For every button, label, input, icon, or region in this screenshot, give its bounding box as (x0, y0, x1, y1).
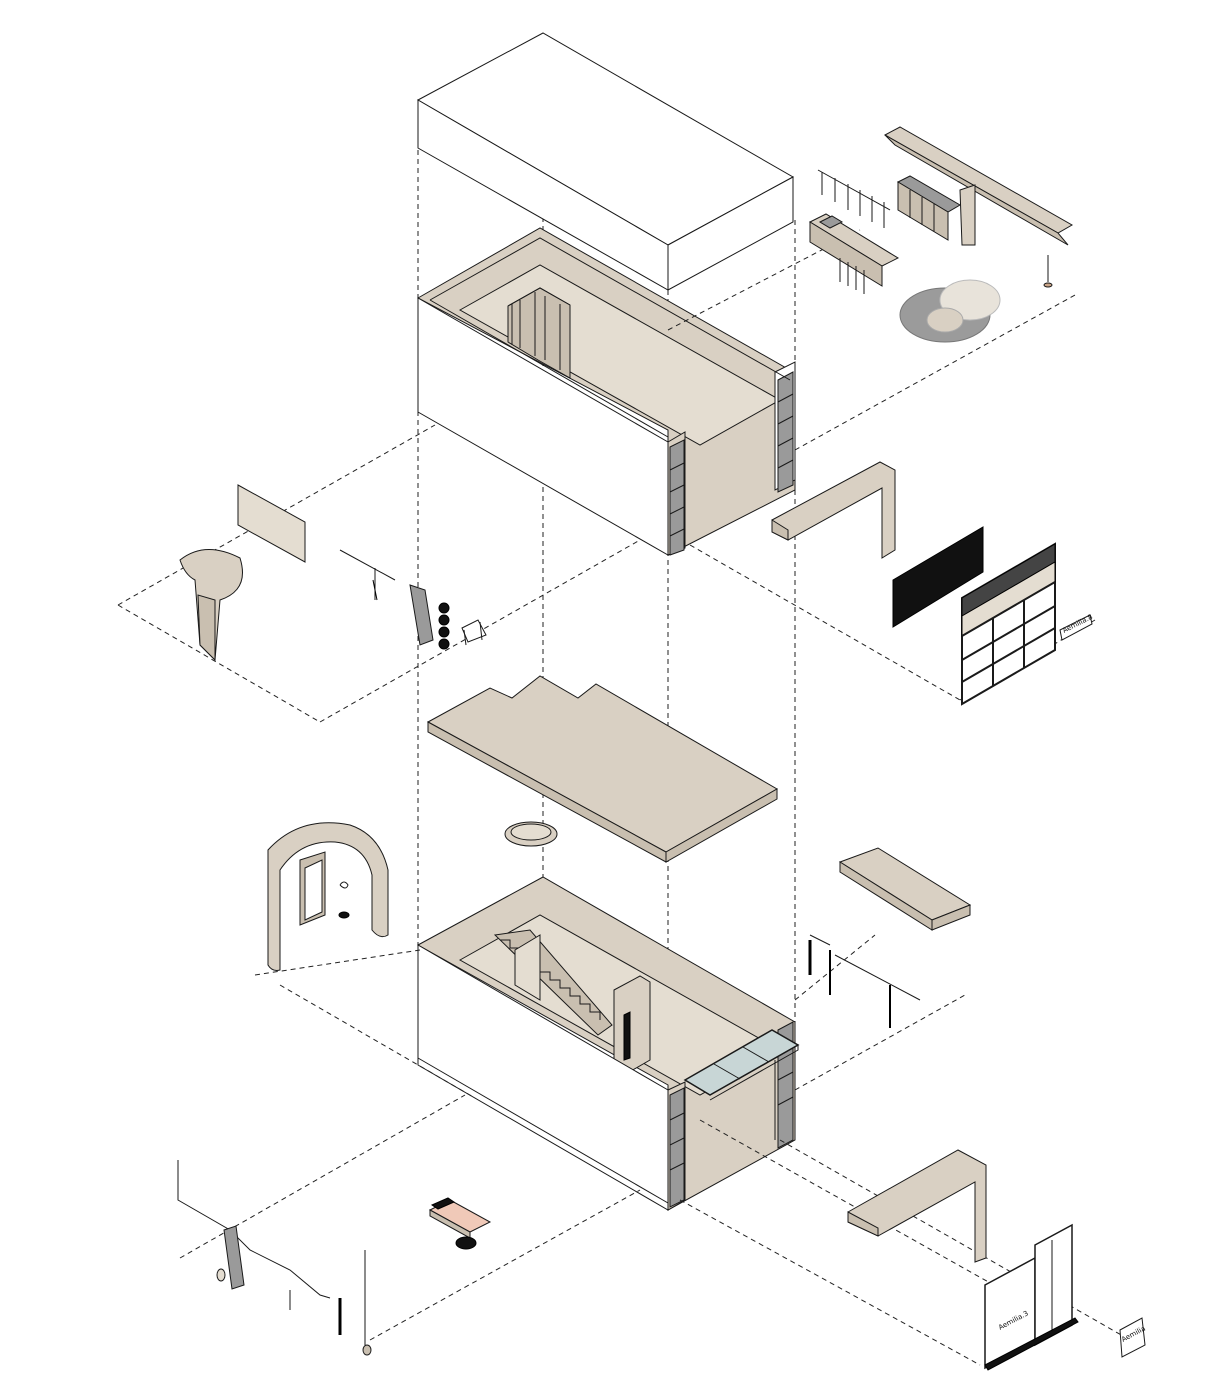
lower-sign: Aemilia (1119, 1317, 1147, 1358)
bottom-left-items (177, 1160, 372, 1356)
roof-block (416, 32, 795, 291)
reception-desk-upper (771, 461, 896, 559)
inner-partition (613, 975, 651, 1076)
curved-enclosure (267, 822, 389, 971)
display-bench (428, 1197, 492, 1250)
pendant-lights (817, 169, 891, 228)
glass-canopy (683, 1029, 800, 1140)
upper-floor-box (416, 227, 796, 556)
black-wall-panel (892, 526, 984, 628)
left-upper-items (179, 484, 487, 662)
ground-floor-box (416, 876, 800, 1211)
upper-stone-strip (669, 371, 794, 556)
upper-door-frame (507, 287, 571, 379)
round-skylight (504, 821, 558, 847)
upper-shelf (838, 847, 972, 931)
entrance-door: Aemilia.3 (984, 1223, 1079, 1371)
clothing-rail (808, 934, 921, 1028)
bar-counter-set (808, 126, 1074, 343)
staircase (493, 929, 613, 1036)
reception-desk-lower (847, 1149, 987, 1263)
floor-slab (426, 675, 779, 863)
